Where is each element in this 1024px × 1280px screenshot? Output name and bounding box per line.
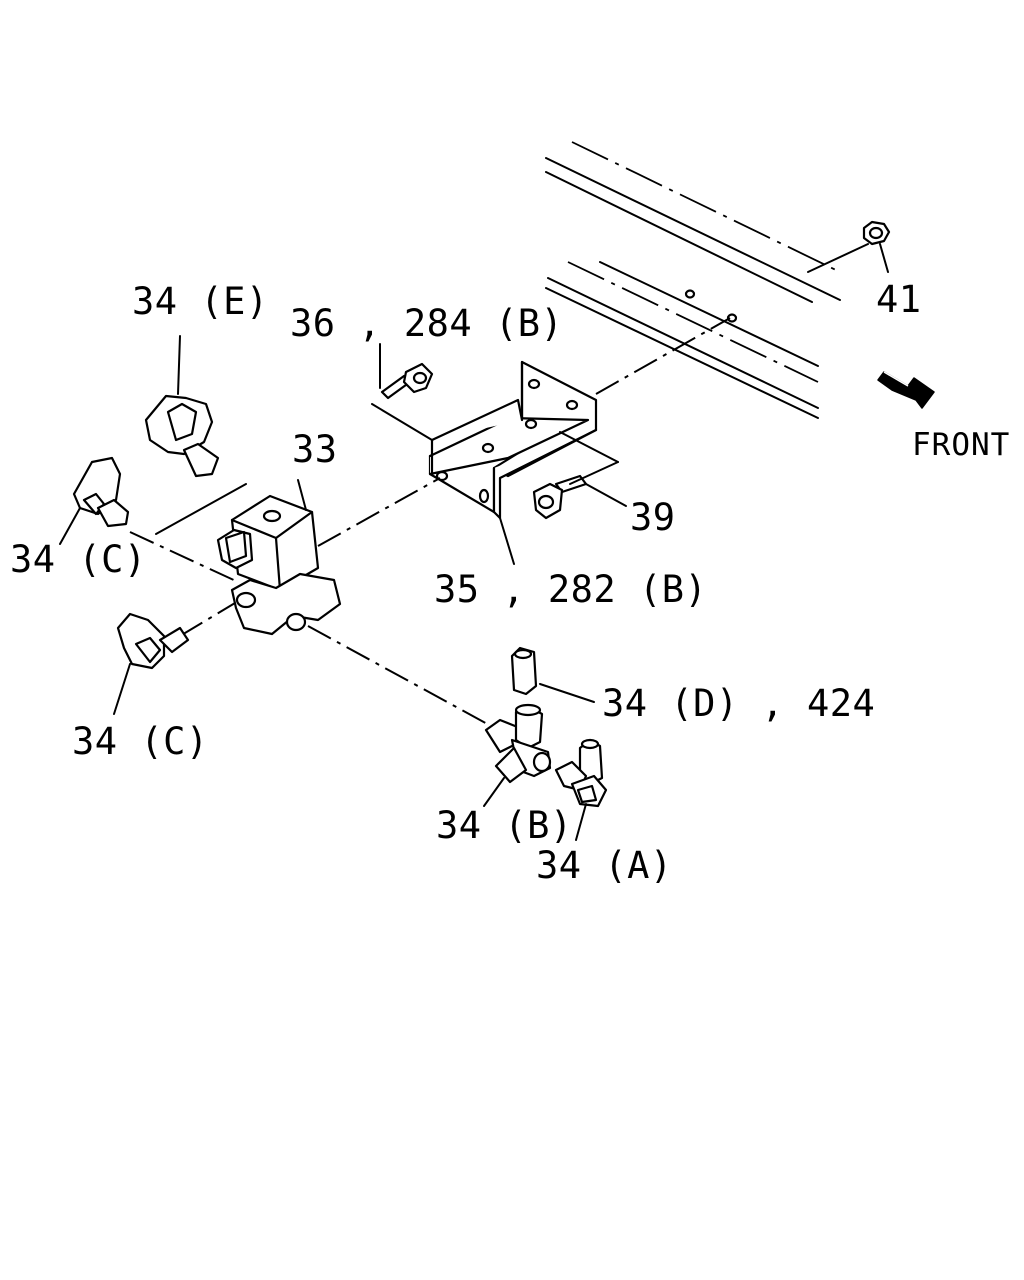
fitting-34d	[510, 646, 595, 703]
nut-41	[807, 220, 891, 273]
fitting-34c-lower	[113, 612, 190, 715]
fitting-34e	[144, 335, 220, 478]
label-part-34c-upper: 34 (C)	[10, 538, 147, 581]
label-part-34e: 34 (E)	[132, 280, 269, 323]
label-part-41: 41	[876, 278, 922, 321]
frame-rail	[545, 141, 841, 419]
bolt-39	[532, 431, 627, 520]
bracket-35	[428, 360, 598, 565]
label-part-35: 35 , 282 (B)	[434, 568, 707, 611]
fitting-34a	[554, 738, 608, 841]
fitting-34c-upper	[59, 456, 130, 545]
label-part-34a: 34 (A)	[536, 844, 673, 887]
label-part-34d: 34 (D) , 424	[602, 682, 875, 725]
bolt-36	[371, 343, 434, 441]
label-part-33: 33	[292, 428, 338, 471]
solenoid-valve-33	[216, 479, 342, 636]
label-part-34b: 34 (B)	[436, 804, 573, 847]
label-part-36: 36 , 284 (B)	[290, 302, 563, 345]
connector-lines	[129, 317, 731, 733]
label-front: FRONT	[912, 427, 1010, 463]
fitting-34b	[483, 703, 552, 807]
label-part-34c-lower: 34 (C)	[72, 720, 209, 763]
label-part-39: 39	[630, 496, 676, 539]
front-arrow-icon	[877, 371, 935, 409]
